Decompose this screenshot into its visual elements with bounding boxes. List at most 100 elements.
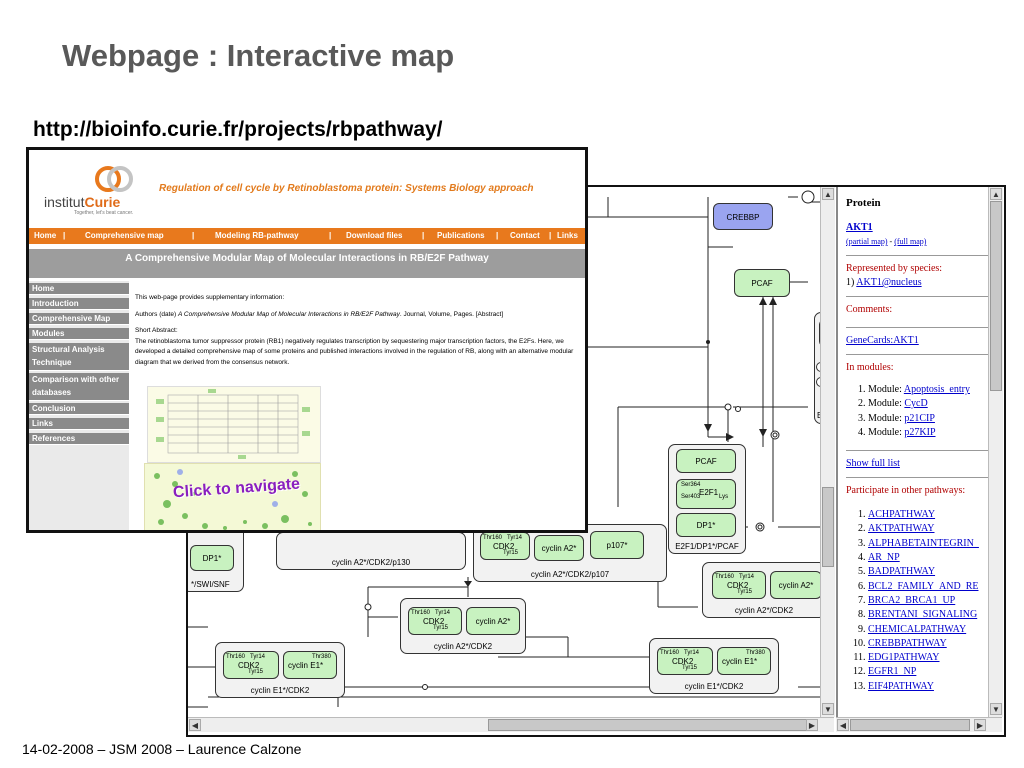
module-link[interactable]: p21CIP [904,412,935,424]
show-full-list-link[interactable]: Show full list [846,458,900,470]
tyr15-label: Tyr15 [248,669,264,675]
scroll-up-arrow-icon[interactable]: ▲ [990,188,1002,200]
scrollbar-thumb[interactable] [822,487,834,567]
modules-label: In modules: [846,362,894,373]
sidebar-item-structural-analysis[interactable]: Structural Analysis Technique [29,343,129,371]
sidebar-item-links[interactable]: Links [29,418,129,430]
sidebar-item-comparison[interactable]: Comparison with other databases [29,373,129,401]
sidebar-item-comprehensive-map[interactable]: Comprehensive Map [29,313,129,325]
map-edges [188,190,828,708]
cyclin-e1-node[interactable]: cyclin E1* Thr380 [717,647,771,675]
webpage-body: This web-page provides supplementary inf… [135,293,581,368]
nav-comprehensive-map[interactable]: Comprehensive map [85,231,164,240]
tyr14-label: Tyr14 [684,650,700,656]
map-thumbnail-graphic [156,389,310,459]
crebbp-node[interactable]: CREBBP [713,203,773,230]
scroll-right-arrow-icon[interactable]: ▶ [974,719,986,731]
pathway-link[interactable]: BRENTANI_SIGNALING [868,609,978,621]
abstract-label: Short Abstract: [135,327,178,334]
list-item: AKTPATHWAY [868,522,996,536]
modules-list: Module: Apoptosis_entry Module: CycD Mod… [846,383,996,440]
pathway-link[interactable]: AKTPATHWAY [868,523,935,535]
sidebar-item-modules[interactable]: Modules [29,328,129,340]
nav-modeling-rb-pathway[interactable]: Modeling RB-pathway [215,231,299,240]
nav-download-files[interactable]: Download files [346,231,403,240]
complex-label: cyclin A2*/CDK2 [433,642,493,651]
sidebar-item-references[interactable]: References [29,433,129,445]
scroll-down-arrow-icon[interactable]: ▼ [990,703,1002,715]
protein-name-link[interactable]: AKT1 [846,222,873,233]
pathway-link[interactable]: CREBBPATHWAY [868,637,947,649]
cyclin-e1-node[interactable]: cyclin E1* Thr380 [283,651,337,679]
info-horizontal-scrollbar[interactable]: ◀ ▶ [836,717,1002,732]
pathway-link[interactable]: EDG1PATHWAY [868,652,940,664]
pathway-link[interactable]: EIF4PATHWAY [868,680,934,692]
module-link[interactable]: Apoptosis_entry [903,384,970,395]
map-vertical-scrollbar[interactable]: ▲ ▼ [820,187,835,717]
scrollbar-thumb[interactable] [488,719,808,731]
cdk2-node[interactable]: Thr160 Tyr14 CDK2 Tyr15 [657,647,713,675]
tyr15-label: Tyr15 [682,665,698,671]
pathway-link[interactable]: BADPATHWAY [868,566,936,578]
scroll-up-arrow-icon[interactable]: ▲ [822,188,834,200]
pathway-link[interactable]: ALPHABETAINTEGRIN_ [868,537,979,549]
scroll-left-arrow-icon[interactable]: ◀ [837,719,849,731]
navigate-thumbnail-image[interactable] [144,463,321,530]
module-link[interactable]: CycD [904,398,928,410]
pathway-link[interactable]: ACHPATHWAY [868,509,936,521]
cyclin-a2-node[interactable]: cyclin A2* [770,571,822,599]
nav-links[interactable]: Links [557,231,578,240]
scroll-left-arrow-icon[interactable]: ◀ [189,719,201,731]
sidebar-item-home[interactable]: Home [29,283,129,295]
e2f1-node[interactable]: Ser364 E2F1 Ser403 Lys [676,479,736,509]
map-horizontal-scrollbar[interactable]: ◀ ▶ [188,717,834,732]
lys-label: Lys [719,494,729,500]
complex-label: E2F1/DP1*/PCAF [675,542,739,551]
pcaf-node-e2f[interactable]: PCAF [676,449,736,473]
nav-home[interactable]: Home [34,231,57,240]
module-link[interactable]: p27KIP [904,426,936,438]
cdk2-node[interactable]: Thr160 Tyr14 CDK2 Tyr15 [408,607,462,635]
dp1-node-e2f[interactable]: DP1* [676,513,736,537]
cyclin-a2-node[interactable]: cyclin A2* [466,607,520,635]
cdk2-node[interactable]: Thr160 Tyr14 CDK2 Tyr15 [223,651,279,679]
scrollbar-thumb[interactable] [990,201,1002,391]
ser364-label: Ser364 [681,482,701,488]
scroll-right-arrow-icon[interactable]: ▶ [806,719,818,731]
genecards-link[interactable]: GeneCards:AKT1 [846,335,919,346]
thr380-label: Thr380 [746,650,766,656]
cdk2-node[interactable]: Thr160 Tyr14 CDK2 Tyr15 [712,571,766,599]
webpage-window: institutCurie Together, let's beat cance… [26,147,588,533]
list-item: CHEMICALPATHWAY [868,623,996,637]
species-link[interactable]: AKT1@nucleus [856,277,922,288]
pathway-link[interactable]: EGFR1_NP [868,666,917,678]
cyclin-e1-label: cyclin E1* [288,661,324,670]
p107-node[interactable]: p107* [590,531,644,559]
ser403-label: Ser403 [681,494,701,500]
scroll-down-arrow-icon[interactable]: ▼ [822,703,834,715]
pathway-link[interactable]: BRCA2_BRCA1_UP [868,594,956,606]
list-item: BRCA2_BRCA1_UP [868,594,996,608]
pcaf-node-top[interactable]: PCAF [734,269,790,297]
full-map-link[interactable]: (full map) [894,237,927,246]
pathways-list: ACHPATHWAY AKTPATHWAY ALPHABETAINTEGRIN_… [846,508,996,694]
logo-tagline: Together, let's beat cancer. [74,210,134,216]
pathway-link[interactable]: AR_NP [868,552,900,564]
scrollbar-thumb[interactable] [850,719,970,731]
nav-contact[interactable]: Contact [510,231,540,240]
map-thumbnail-image[interactable] [147,386,321,463]
thr380-label: Thr380 [312,654,332,660]
institut-curie-logo[interactable]: institutCurie [44,194,121,210]
nav-publications[interactable]: Publications [437,231,485,240]
cdk2-node[interactable]: Thr160 Tyr14 CDK2 Tyr15 [480,532,530,560]
cyclin-a2-cdk2-p130-complex[interactable]: cyclin A2*/CDK2/p130 [276,532,466,570]
pathway-link[interactable]: BCL2_FAMILY_AND_RE [868,580,979,592]
info-section-title: Protein [846,197,881,209]
cyclin-a2-node[interactable]: cyclin A2* [534,535,584,561]
partial-map-link[interactable]: (partial map) [846,237,888,246]
pathway-link[interactable]: CHEMICALPATHWAY [868,623,967,635]
info-vertical-scrollbar[interactable]: ▲ ▼ [988,187,1003,717]
sidebar-item-introduction[interactable]: Introduction [29,298,129,310]
dp1-node-left[interactable]: DP1* [190,545,234,571]
sidebar-item-conclusion[interactable]: Conclusion [29,403,129,415]
